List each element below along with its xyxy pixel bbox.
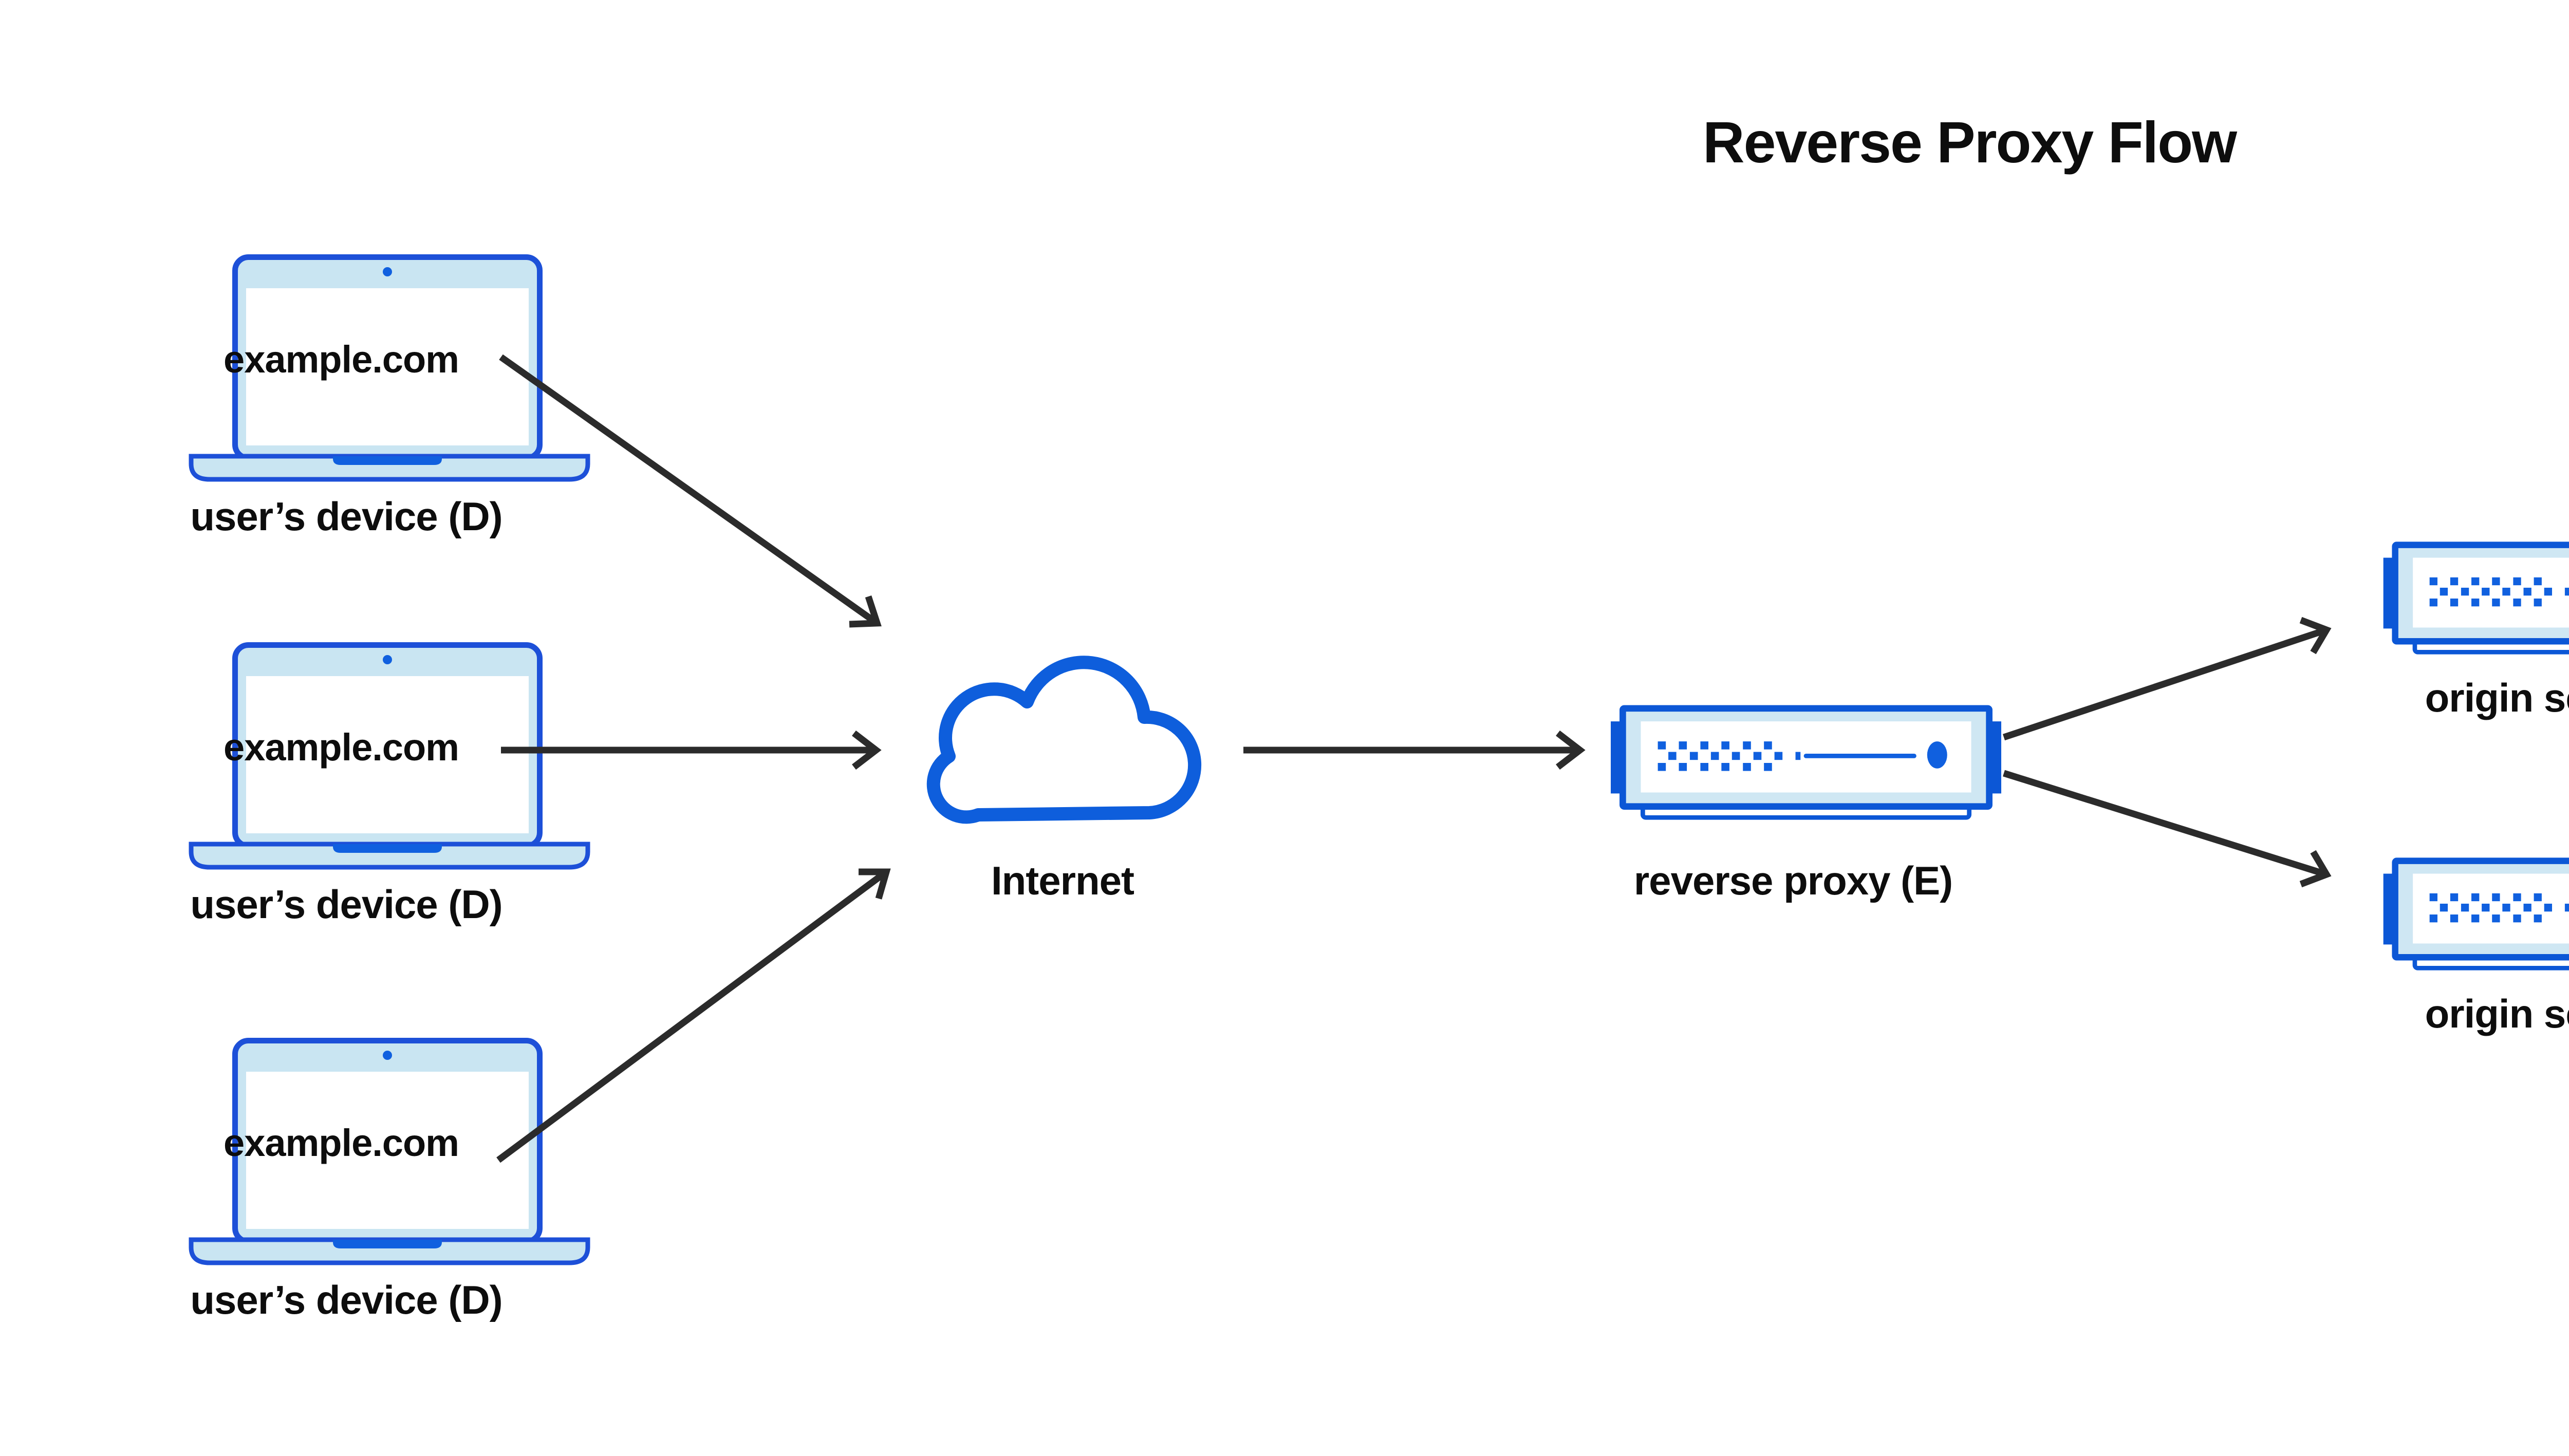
internet-cloud-icon — [911, 645, 1212, 826]
user-device-label: user’s device (D) — [190, 882, 502, 927]
arrow-internet-to-proxy — [1243, 730, 1586, 770]
user-device-label: user’s device (D) — [190, 1277, 502, 1322]
arrow-proxy-to-origin1 — [2002, 617, 2332, 741]
origin-server-label: origin server (F) — [2425, 675, 2569, 720]
user-device-label: user’s device (D) — [190, 494, 502, 539]
internet-label: Internet — [991, 858, 1134, 903]
reverse-proxy-label: reverse proxy (E) — [1633, 858, 1953, 903]
reverse-proxy-server-icon — [1611, 704, 2001, 822]
diagram-title: Reverse Proxy Flow — [1703, 110, 2237, 175]
arrow-device2-to-internet — [501, 730, 882, 770]
origin-server-label: origin server (F) — [2425, 991, 2569, 1036]
origin-server-icon — [2383, 857, 2569, 972]
arrow-device1-to-internet — [499, 354, 882, 628]
device-screen-url: example.com — [224, 1122, 459, 1164]
origin-server-icon — [2383, 541, 2569, 656]
device-screen-url: example.com — [224, 338, 459, 381]
device-screen-url: example.com — [224, 726, 459, 769]
